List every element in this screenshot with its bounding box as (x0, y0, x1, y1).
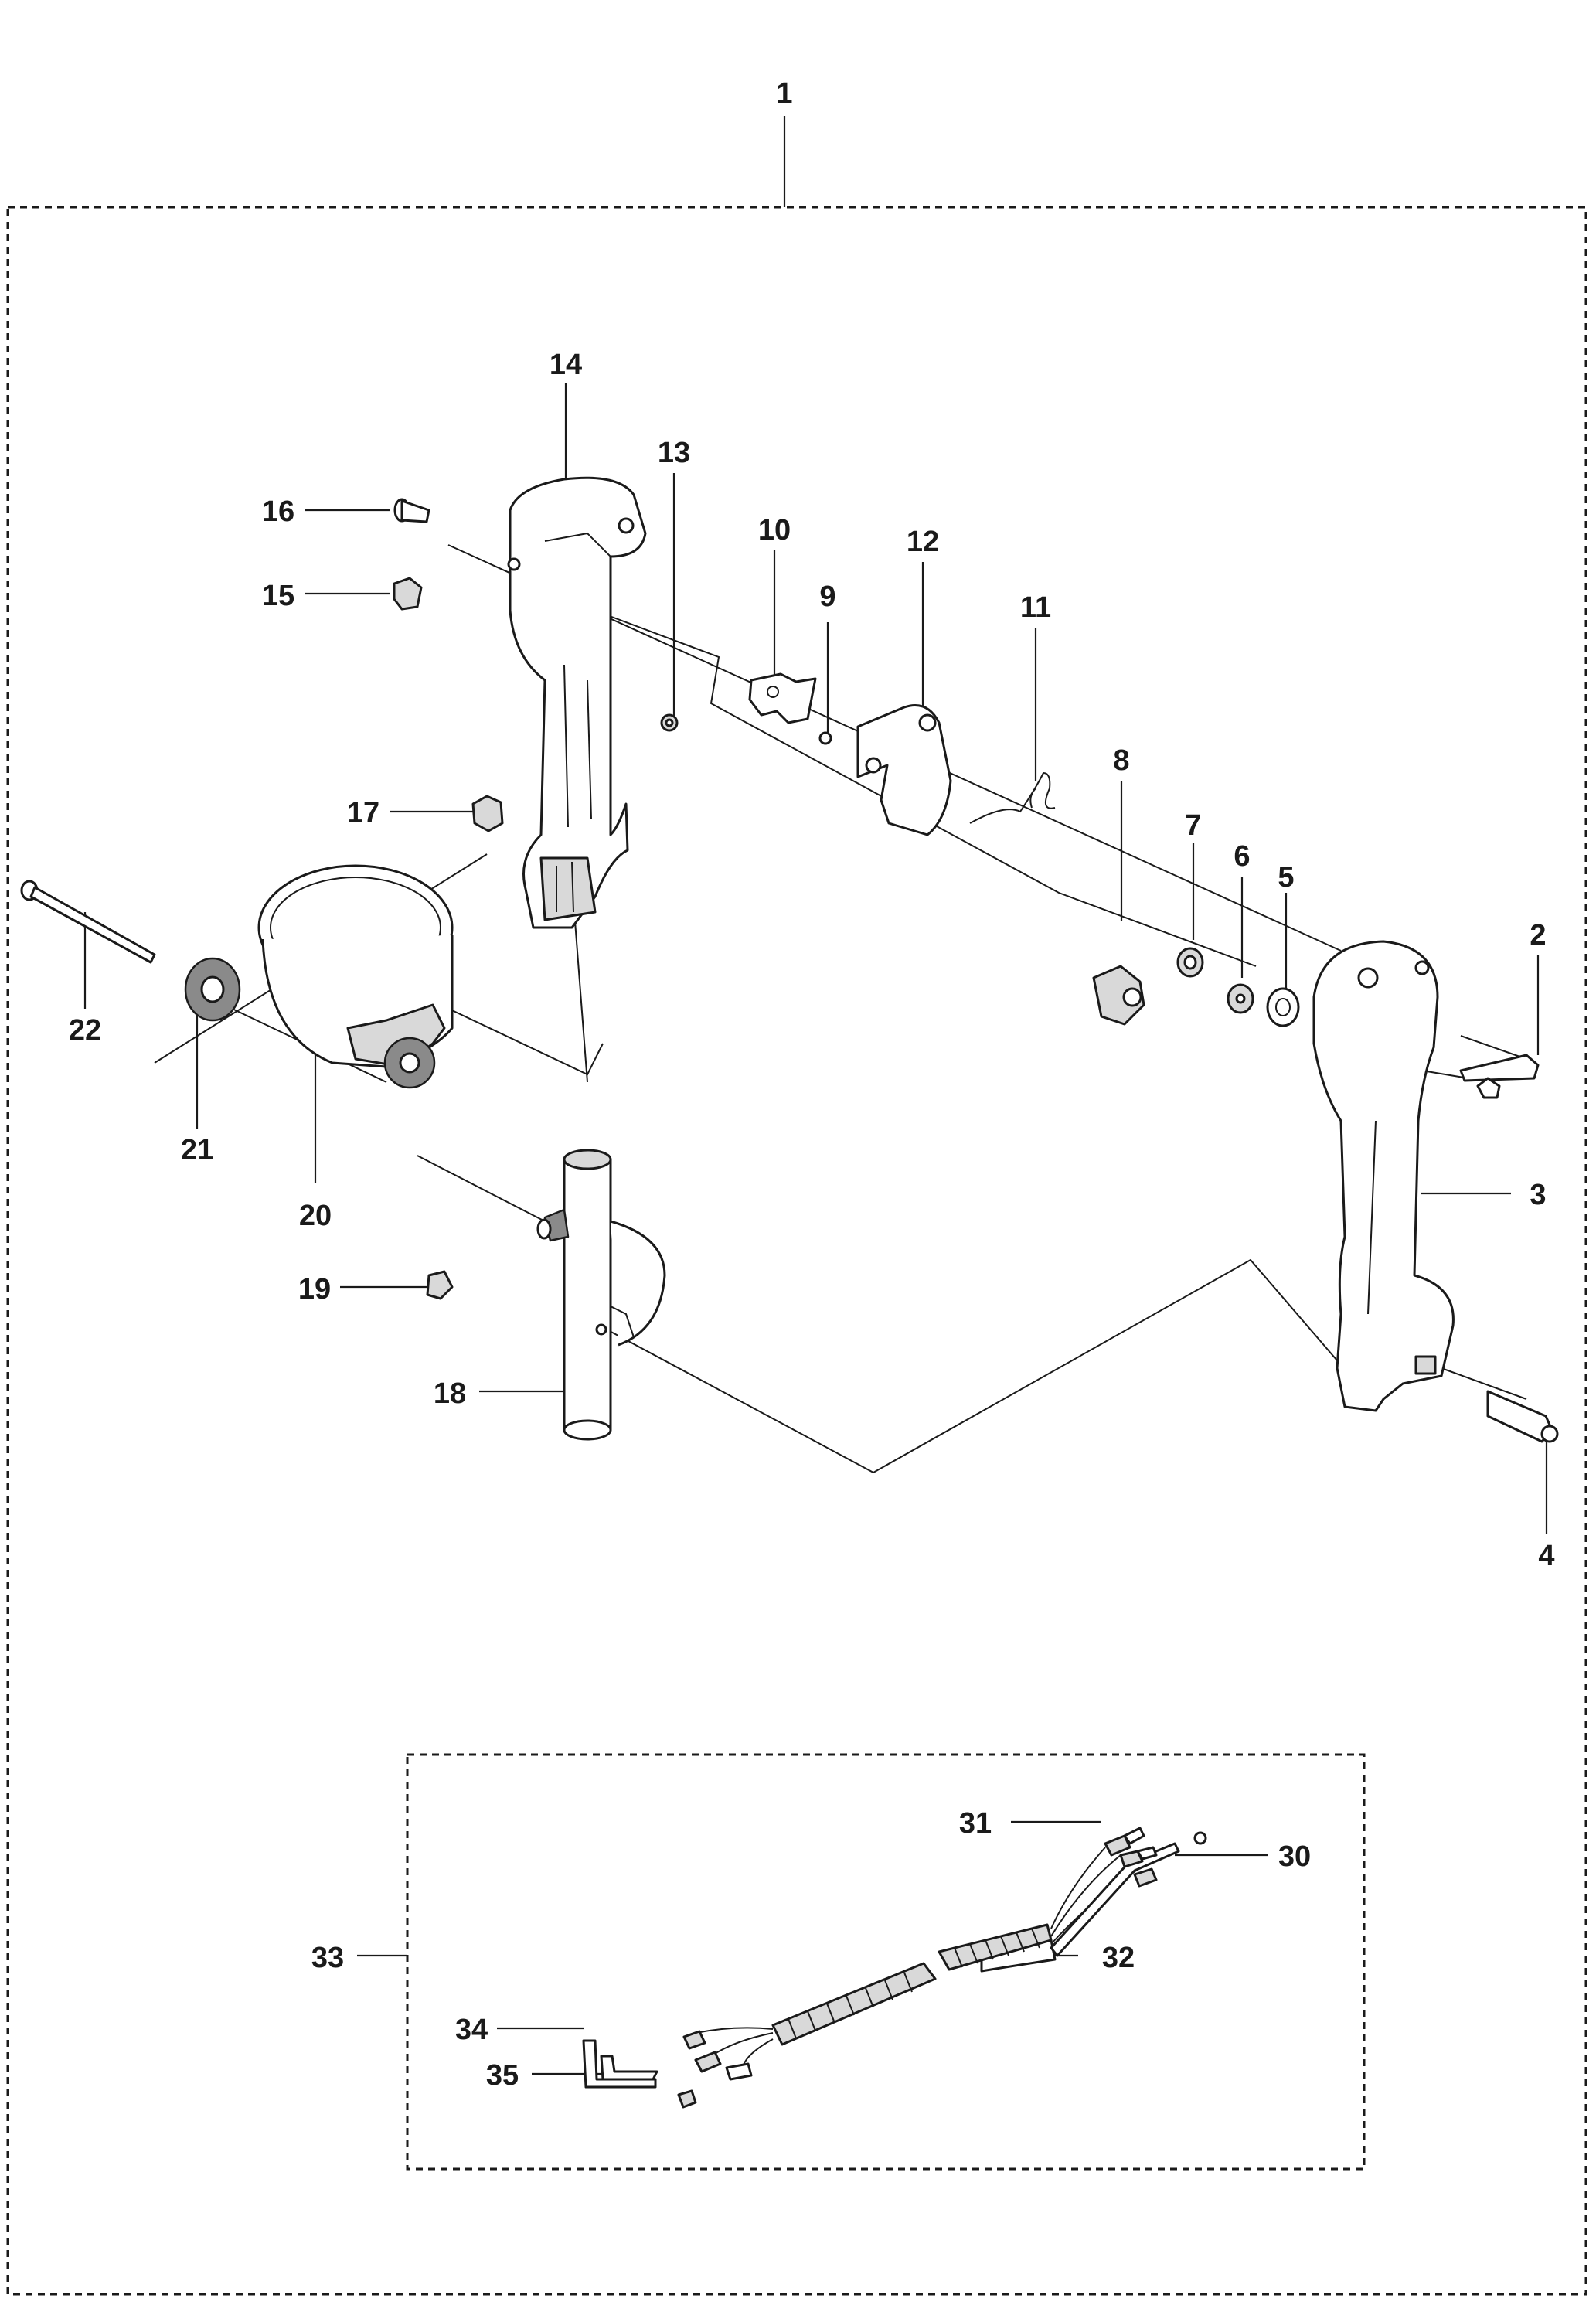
callout-6: 6 (1234, 840, 1250, 873)
callout-35: 35 (486, 2059, 519, 2092)
torsion-spring-11 (969, 771, 1056, 824)
clamp-band-20 (257, 864, 454, 1089)
leader-lines (83, 116, 1548, 2075)
nut-17 (471, 795, 504, 832)
callout-15: 15 (262, 580, 294, 612)
screw-16 (393, 498, 430, 523)
callout-12: 12 (907, 526, 939, 558)
handle-half-shell-14 (507, 476, 647, 929)
knob-21 (184, 957, 241, 1022)
harness-kit-boundary-33 (406, 1753, 1366, 2171)
callout-34: 34 (455, 2014, 488, 2046)
screws-2 (1459, 1054, 1540, 1099)
bolt-22 (20, 880, 156, 964)
callout-30: 30 (1278, 1840, 1311, 1873)
callout-16: 16 (262, 495, 294, 528)
callout-17: 17 (347, 797, 379, 829)
knurled-stud (536, 1208, 570, 1242)
washer-6 (1227, 983, 1254, 1014)
callout-14: 14 (550, 349, 582, 381)
throttle-trigger-12 (856, 704, 952, 836)
callout-20: 20 (299, 1200, 332, 1232)
rear-handle-3 (1312, 940, 1455, 1412)
callout-5: 5 (1278, 861, 1294, 894)
lock-washer-5 (1266, 987, 1300, 1027)
spring-13 (660, 713, 679, 732)
callout-9: 9 (819, 581, 835, 613)
callout-labels: 1 2 3 4 5 6 7 8 9 10 11 12 13 14 15 16 1… (69, 77, 1555, 2092)
callout-11: 11 (1020, 591, 1051, 624)
assembly-boundary-1 (6, 206, 1587, 2296)
callout-22: 22 (69, 1014, 101, 1047)
callout-31: 31 (959, 1807, 992, 1840)
callout-2: 2 (1530, 919, 1546, 952)
bushing-7 (1176, 947, 1204, 978)
callout-33: 33 (311, 1942, 344, 1974)
callout-18: 18 (434, 1377, 466, 1410)
callout-4: 4 (1538, 1540, 1554, 1572)
switch-8 (1092, 965, 1145, 1026)
lockout-lever-10 (748, 672, 817, 724)
callout-3: 3 (1530, 1179, 1546, 1211)
callout-7: 7 (1185, 809, 1201, 842)
nut-15 (393, 577, 423, 611)
callout-8: 8 (1113, 744, 1129, 777)
callout-10: 10 (758, 514, 791, 546)
callout-32: 32 (1102, 1942, 1135, 1974)
handle-tube-18 (563, 1149, 666, 1441)
screw-4 (1486, 1390, 1559, 1443)
callout-1: 1 (776, 77, 792, 110)
wiring-harness-kit (582, 1827, 1207, 2109)
callout-19: 19 (298, 1273, 331, 1306)
square-nut-19 (426, 1270, 454, 1300)
callout-21: 21 (181, 1134, 213, 1166)
callout-13: 13 (658, 437, 690, 469)
pin-9 (818, 731, 832, 745)
conduit-ribs (788, 1928, 1040, 2039)
